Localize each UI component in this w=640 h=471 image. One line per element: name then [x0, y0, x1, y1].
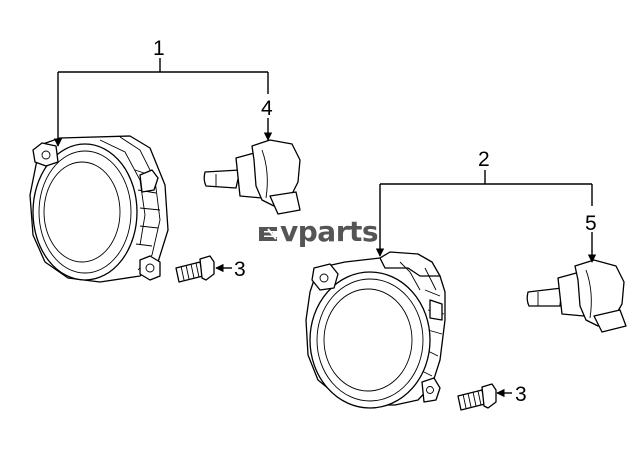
callout-1: 1: [153, 37, 165, 60]
watermark-text: vparts: [280, 215, 379, 248]
leader-lines: [53, 58, 597, 398]
callout-3-right: 3: [515, 383, 527, 406]
callout-5: 5: [585, 212, 597, 235]
bolt-left: [175, 255, 215, 283]
watermark: vparts: [258, 215, 379, 248]
ev-logo-icon: [258, 219, 278, 241]
bulb-right: [526, 259, 627, 333]
callout-4: 4: [261, 97, 273, 120]
callout-3-left: 3: [234, 258, 246, 281]
bolt-right: [457, 383, 497, 411]
fog-lamp-left: [29, 135, 169, 283]
fog-lamp-right: [305, 251, 446, 409]
bulb-left: [203, 139, 301, 215]
callout-2: 2: [478, 148, 490, 171]
